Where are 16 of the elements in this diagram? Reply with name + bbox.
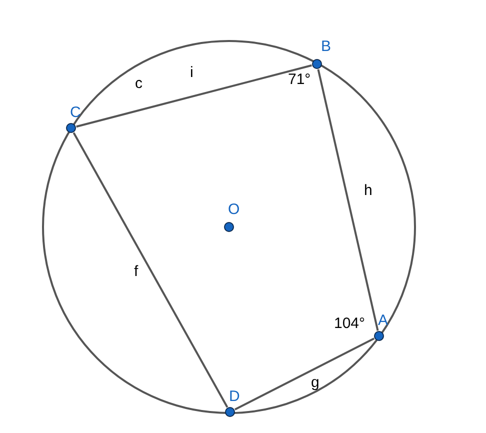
angle-label: 71° [288, 72, 311, 88]
line-segment [234, 338, 375, 410]
angle-label: 104° [334, 316, 366, 332]
line-segment [317, 69, 379, 331]
point-label: D [229, 389, 240, 405]
point-label: A [378, 313, 388, 329]
circle-label: c [135, 76, 142, 92]
segment-label: h [364, 183, 372, 199]
segment-label: f [134, 264, 138, 280]
line-segment [72, 132, 228, 408]
segment-label: g [311, 375, 320, 391]
point-label: B [321, 39, 332, 55]
point-label: O [228, 202, 240, 218]
point-label: C [70, 105, 81, 121]
line-segment [76, 64, 312, 128]
segment-label: i [190, 65, 194, 81]
